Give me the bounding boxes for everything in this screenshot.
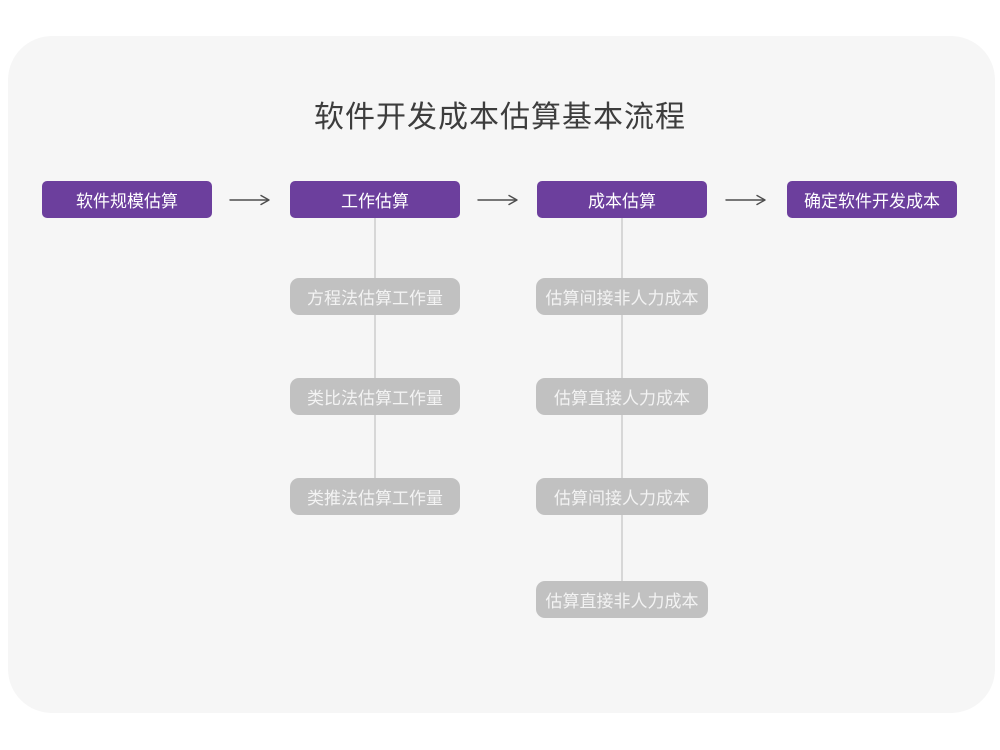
cost-node-indirect-labor: 估算间接人力成本	[536, 478, 708, 515]
stage-node-effort-estimation: 工作估算	[290, 181, 460, 218]
method-node-label: 方程法估算工作量	[307, 289, 443, 308]
right-arrow-icon	[476, 193, 520, 207]
method-node-equation: 方程法估算工作量	[290, 278, 460, 315]
cost-node-label: 估算直接非人力成本	[545, 592, 699, 611]
connector-line-work-column	[374, 218, 376, 478]
right-arrow-icon	[228, 193, 272, 207]
stage-node-size-estimation: 软件规模估算	[42, 181, 212, 218]
cost-node-label: 估算间接人力成本	[554, 489, 690, 508]
method-node-label: 类推法估算工作量	[307, 489, 443, 508]
cost-node-indirect-nonlabor: 估算间接非人力成本	[536, 278, 708, 315]
stage-node-label: 工作估算	[341, 192, 409, 211]
stage-node-label: 成本估算	[588, 192, 656, 211]
diagram-title: 软件开发成本估算基本流程	[314, 101, 686, 134]
stage-node-cost-estimation: 成本估算	[537, 181, 707, 218]
right-arrow-icon	[724, 193, 768, 207]
cost-node-direct-nonlabor: 估算直接非人力成本	[536, 581, 708, 618]
stage-node-label: 软件规模估算	[76, 192, 178, 211]
cost-node-label: 估算间接非人力成本	[545, 289, 699, 308]
stage-node-final-cost: 确定软件开发成本	[787, 181, 957, 218]
cost-node-direct-labor: 估算直接人力成本	[536, 378, 708, 415]
method-node-analogy: 类比法估算工作量	[290, 378, 460, 415]
method-node-extrapolation: 类推法估算工作量	[290, 478, 460, 515]
stage-node-label: 确定软件开发成本	[804, 192, 940, 211]
method-node-label: 类比法估算工作量	[307, 389, 443, 408]
cost-node-label: 估算直接人力成本	[554, 389, 690, 408]
diagram-canvas	[8, 36, 995, 713]
